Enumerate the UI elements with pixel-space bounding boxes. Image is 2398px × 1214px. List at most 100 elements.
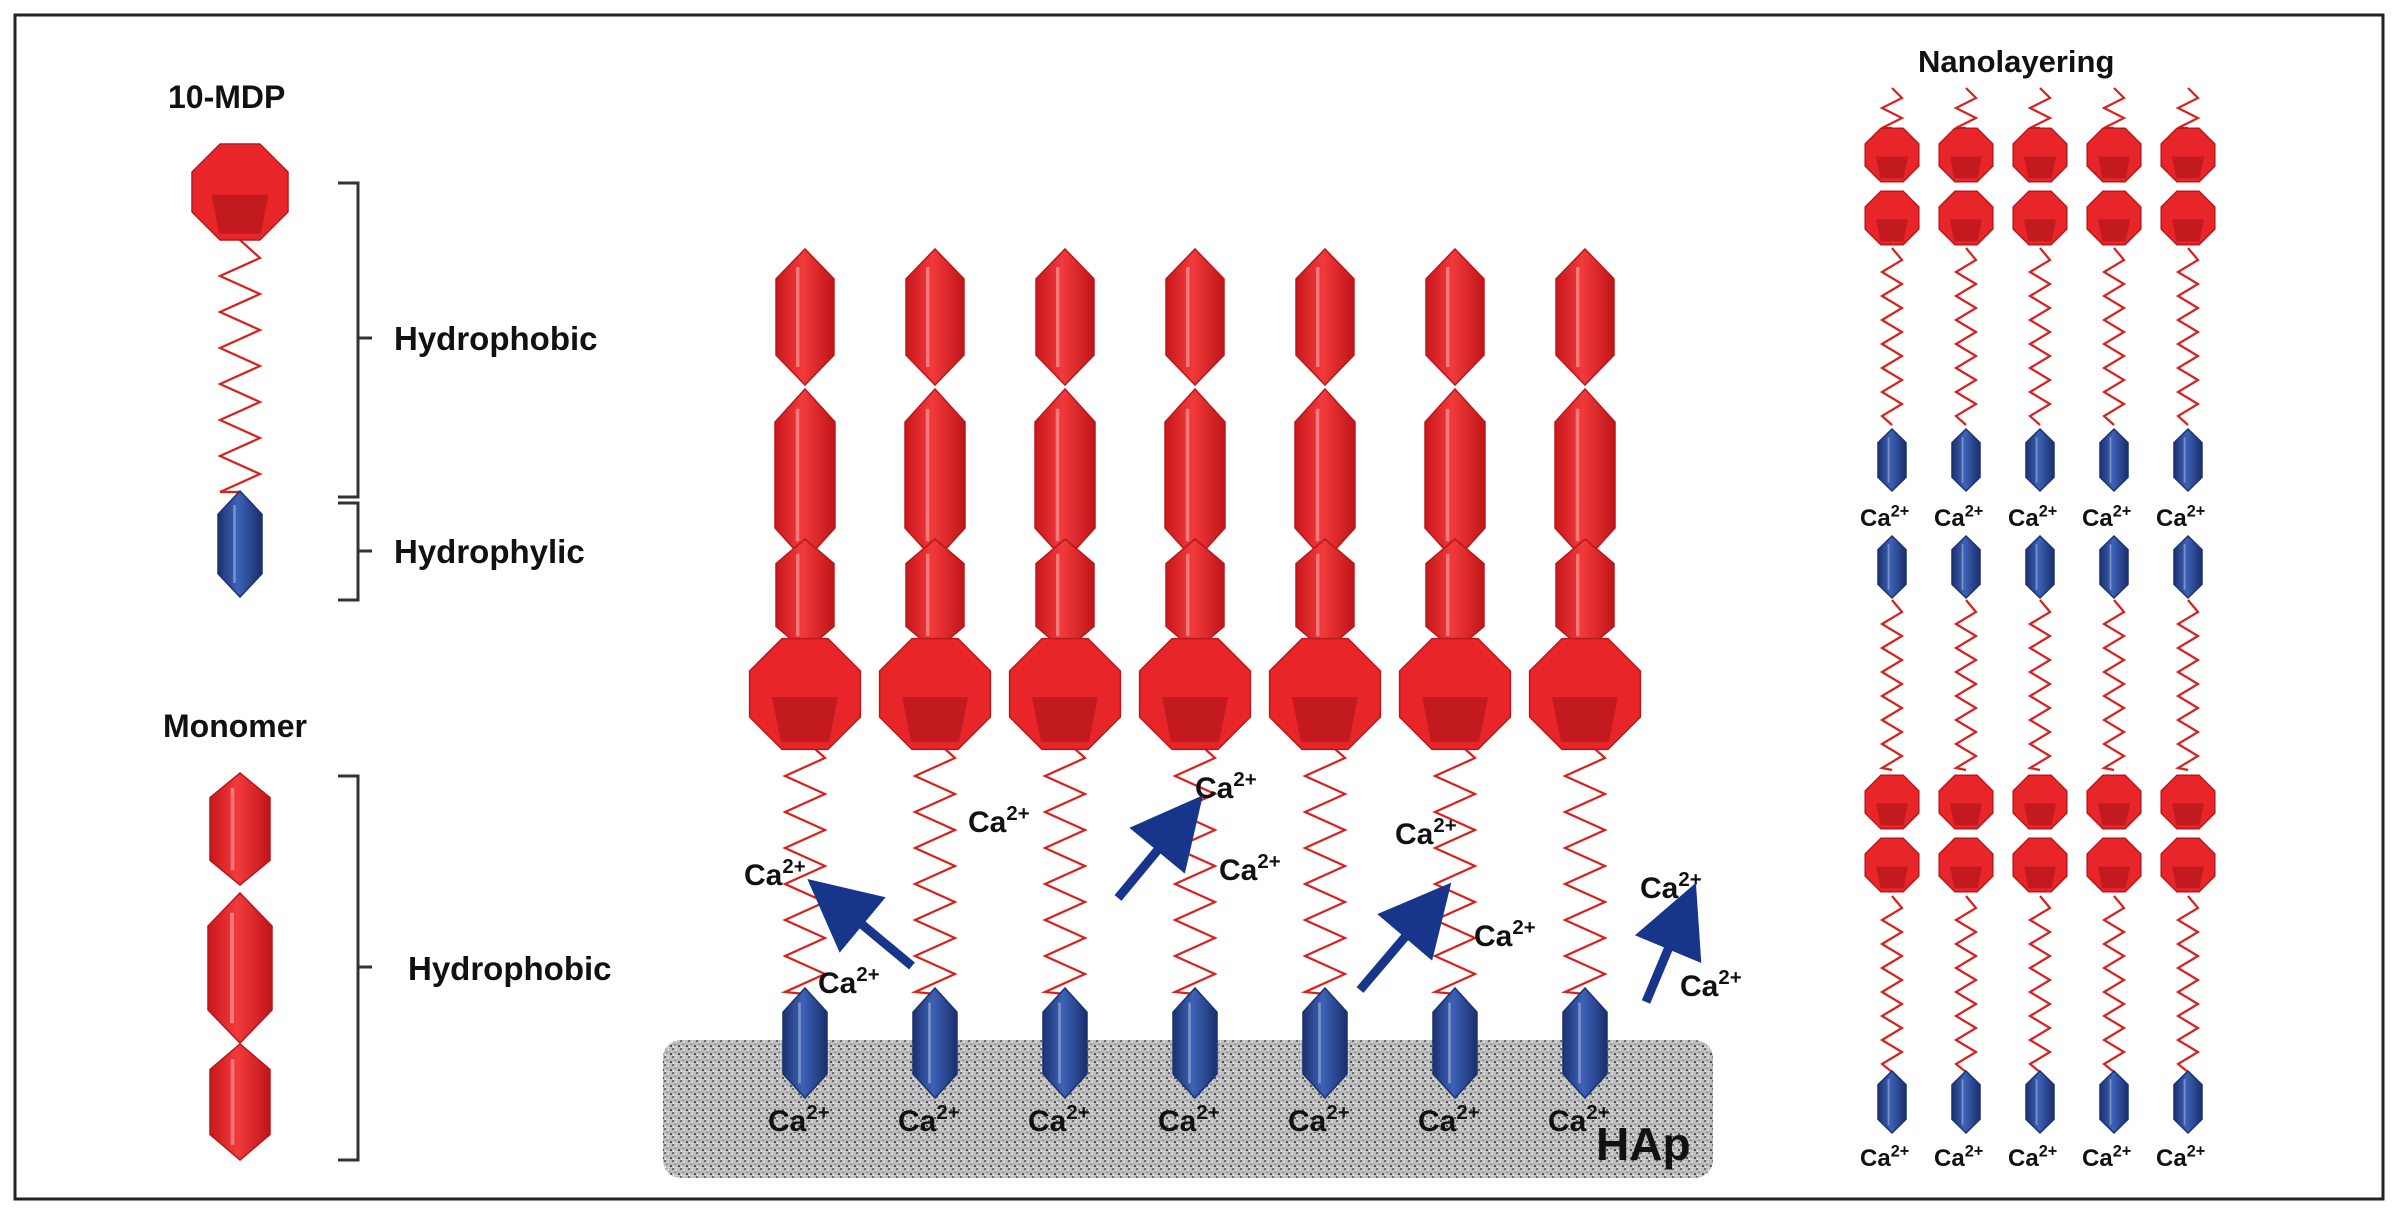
monomer-segment [775,247,835,387]
alkyl-chain [2027,87,2053,130]
monomer-segment [1555,247,1615,387]
monomer-title: Monomer [163,708,307,744]
nanolayer-columns: Ca2+Ca2+Ca2+Ca2+Ca2+Ca2+Ca2+Ca2+Ca2+Ca2+ [1860,87,2216,1172]
monomer-segment [1164,387,1226,563]
monomer-segment [1554,387,1616,563]
ca-ion-bridge: Ca2+ [2082,1142,2131,1172]
alkyl-chain [217,239,263,494]
facet-shade [1876,219,1908,242]
ca-ion-bridge: Ca2+ [2008,1142,2057,1172]
facet-shade [1950,219,1982,242]
ca-ion-released: Ca2+ [744,856,806,892]
adsorbed-mdp-molecule [1398,247,1512,1100]
adsorbed-mdp-molecule [1528,247,1642,1100]
monomer-segment [1035,538,1095,652]
ion-release-arrow [807,878,915,970]
facet-shade [2024,156,2056,179]
alkyl-chain [780,739,828,996]
hydrophobic-bracket [338,181,372,499]
right-panel: Nanolayering Ca2+Ca2+Ca2+Ca2+Ca2+Ca2+Ca2… [1860,44,2216,1172]
ion-release-arrow [1356,882,1452,993]
facet-shade [2024,219,2056,242]
alkyl-chain [1560,739,1608,996]
ca-ion-bridge: Ca2+ [2156,502,2205,532]
phosphate-head [2173,534,2203,600]
monomer-segment [904,387,966,563]
phosphate-head [1562,986,1608,1100]
ca-ion-bound: Ca2+ [1418,1102,1480,1138]
monomer-segment [774,387,836,563]
mdp-legend-molecule [191,143,289,599]
monomer-segment [1165,247,1225,387]
nanolayering-title: Nanolayering [1918,44,2114,79]
ion-release-arrow [1634,882,1702,1004]
ca-ion-bridge: Ca2+ [2082,502,2131,532]
monomer-segment [775,538,835,652]
alkyl-chain [2101,895,2127,1073]
alkyl-chain [2175,247,2201,426]
facet-shade [1032,697,1098,742]
adsorbed-mdp-molecule [1268,247,1382,1100]
center-molecules [748,247,1642,1100]
mdp-hydrophilic-label: Hydrophylic [394,533,585,570]
facet-shade [1422,697,1488,742]
facet-shade [1876,803,1908,826]
phosphate-head [1951,534,1981,600]
phosphate-head [2099,427,2129,493]
alkyl-chain [2026,599,2053,772]
phosphate-head [1951,427,1981,493]
monomer-segment [1165,538,1225,652]
facet-shade [1292,697,1358,742]
phosphate-head [1877,534,1907,600]
alkyl-chain [1879,247,1905,426]
facet-shade [1950,803,1982,826]
alkyl-chain [1953,247,1979,426]
monomer-segment [1424,387,1486,563]
phosphate-head [1877,427,1907,493]
monomer-segment [1555,538,1615,652]
alkyl-chain [1879,87,1905,130]
alkyl-chain [1040,739,1088,996]
ca-ion-bridge: Ca2+ [1860,1142,1909,1172]
phosphate-head [1951,1069,1981,1135]
monomer-segment [207,891,273,1045]
mdp-title: 10-MDP [168,79,285,115]
ca-ion-released: Ca2+ [1474,917,1536,953]
nanolayer-column: Ca2+Ca2+ [1934,87,1994,1172]
monomer-segment [905,538,965,652]
facet-shade [2098,803,2130,826]
phosphate-head [1432,986,1478,1100]
alkyl-chain [2100,599,2127,772]
facet-shade [2024,803,2056,826]
alkyl-chain [2175,895,2201,1073]
phosphate-head [782,986,828,1100]
ca-ion-released: Ca2+ [1395,815,1457,851]
phosphate-head [2025,427,2055,493]
facet-shade [1162,697,1228,742]
facet-shade [2172,803,2204,826]
legend-10mdp: 10-MDP Hydrophobic Hydrophylic [168,79,598,602]
monomer-segment [1035,247,1095,387]
facet-shade [1950,866,1982,889]
facet-shade [2098,156,2130,179]
phosphate-head [2025,1069,2055,1135]
center-panel: HAp Ca2+Ca2+Ca2+Ca2+Ca2+Ca2+Ca2+Ca2+Ca2+… [663,247,1742,1178]
ca-ion-released: Ca2+ [1640,869,1702,905]
phosphate-head [912,986,958,1100]
alkyl-chain [1878,599,1905,772]
alkyl-chain [1953,87,1979,130]
alkyl-chain [2101,247,2127,426]
alkyl-chain [2101,87,2127,130]
alkyl-chain [2027,895,2053,1073]
facet-shade [2098,219,2130,242]
phosphate-head [1877,1069,1907,1135]
monomer-segment [1295,538,1355,652]
alkyl-chain [1952,599,1979,772]
ca-ion-released: Ca2+ [1219,851,1281,887]
facet-shade [2172,219,2204,242]
ca-ion-bound: Ca2+ [1158,1102,1220,1138]
alkyl-chain [1953,895,1979,1073]
phosphate-head [1302,986,1348,1100]
alkyl-chain [2174,599,2201,772]
